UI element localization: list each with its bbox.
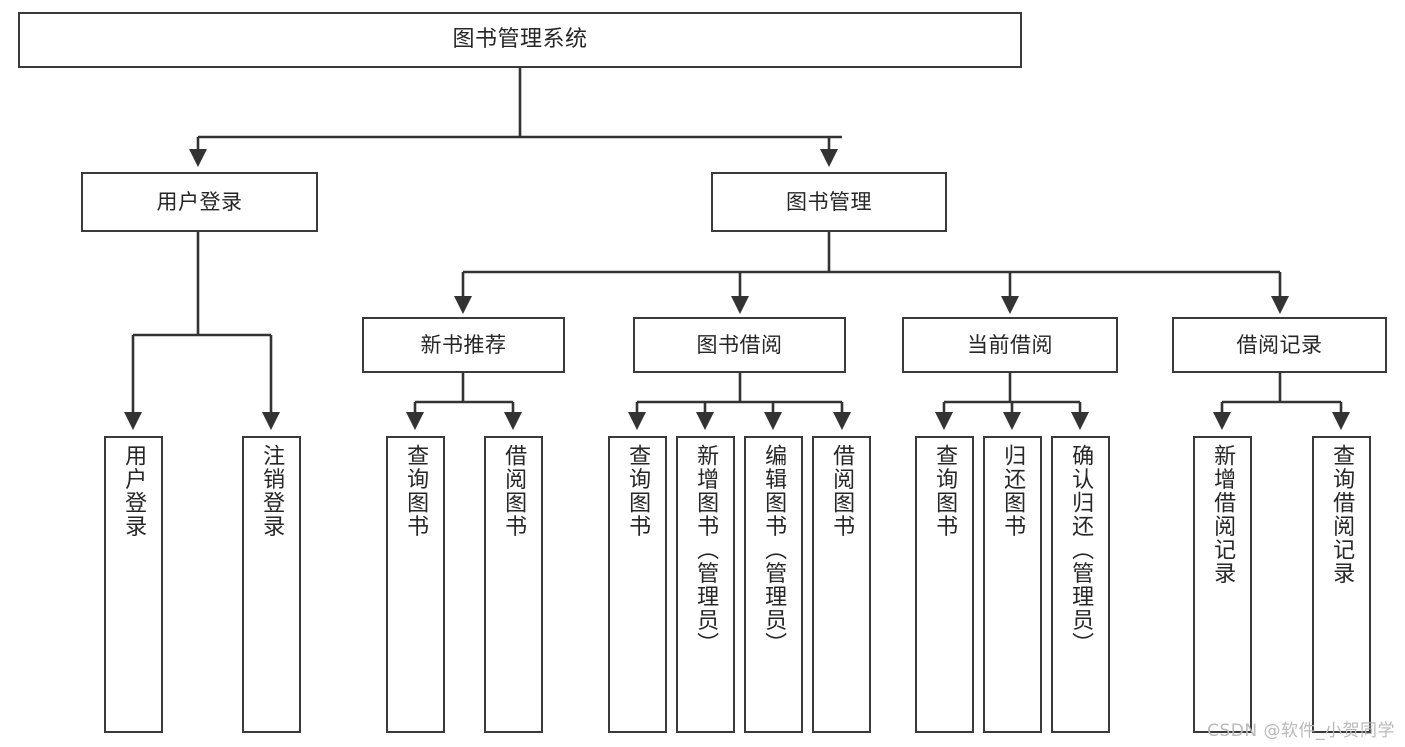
node-label: 注销登录 — [259, 444, 285, 538]
node-label: 编辑图书（管理员） — [761, 444, 787, 656]
node-label: 新书推荐 — [420, 332, 507, 357]
node-label: 查询图书 — [403, 444, 429, 538]
node-label: 新增图书（管理员） — [693, 444, 719, 656]
leaf-borrow-add-book[interactable]: 新增图书（管理员） — [676, 436, 735, 733]
node-label: 用户登录 — [156, 189, 243, 214]
leaf-borrow-edit-book[interactable]: 编辑图书（管理员） — [744, 436, 803, 733]
node-label: 确认归还（管理员） — [1068, 444, 1094, 656]
node-book-management[interactable]: 图书管理 — [711, 172, 947, 232]
csdn-watermark: CSDN @软件_小贺同学 — [1207, 721, 1395, 741]
node-label: 当前借阅 — [967, 332, 1053, 357]
leaf-new-book-query[interactable]: 查询图书 — [386, 436, 445, 733]
node-label: 图书管理 — [786, 189, 872, 214]
leaf-new-book-borrow[interactable]: 借阅图书 — [484, 436, 543, 733]
node-borrow-record[interactable]: 借阅记录 — [1172, 317, 1387, 373]
leaf-borrow-borrow-book[interactable]: 借阅图书 — [812, 436, 871, 733]
node-label: 查询图书 — [625, 444, 651, 538]
node-new-book-recommend[interactable]: 新书推荐 — [362, 317, 565, 373]
leaf-current-query-book[interactable]: 查询图书 — [915, 436, 974, 733]
leaf-record-add[interactable]: 新增借阅记录 — [1193, 436, 1252, 733]
node-label: 借阅图书 — [501, 444, 527, 538]
node-label: 借阅图书 — [829, 444, 855, 538]
node-user-login[interactable]: 用户登录 — [81, 172, 318, 232]
node-label: 查询借阅记录 — [1329, 444, 1355, 585]
node-label: 归还图书 — [1000, 444, 1026, 538]
leaf-record-query[interactable]: 查询借阅记录 — [1312, 436, 1371, 733]
node-label: 图书管理系统 — [452, 27, 588, 53]
node-label: 借阅记录 — [1236, 332, 1323, 357]
node-book-borrow[interactable]: 图书借阅 — [633, 317, 846, 373]
node-label: 用户登录 — [121, 444, 147, 538]
node-current-borrow[interactable]: 当前借阅 — [902, 317, 1118, 373]
leaf-user-logout[interactable]: 注销登录 — [242, 436, 301, 733]
node-label: 查询图书 — [932, 444, 958, 538]
node-label: 图书借阅 — [696, 332, 783, 357]
leaf-user-login[interactable]: 用户登录 — [104, 436, 163, 733]
node-label: 新增借阅记录 — [1210, 444, 1236, 585]
leaf-current-confirm-return[interactable]: 确认归还（管理员） — [1051, 436, 1110, 733]
node-root-system[interactable]: 图书管理系统 — [18, 12, 1022, 68]
leaf-current-return-book[interactable]: 归还图书 — [983, 436, 1042, 733]
leaf-borrow-query-book[interactable]: 查询图书 — [608, 436, 667, 733]
